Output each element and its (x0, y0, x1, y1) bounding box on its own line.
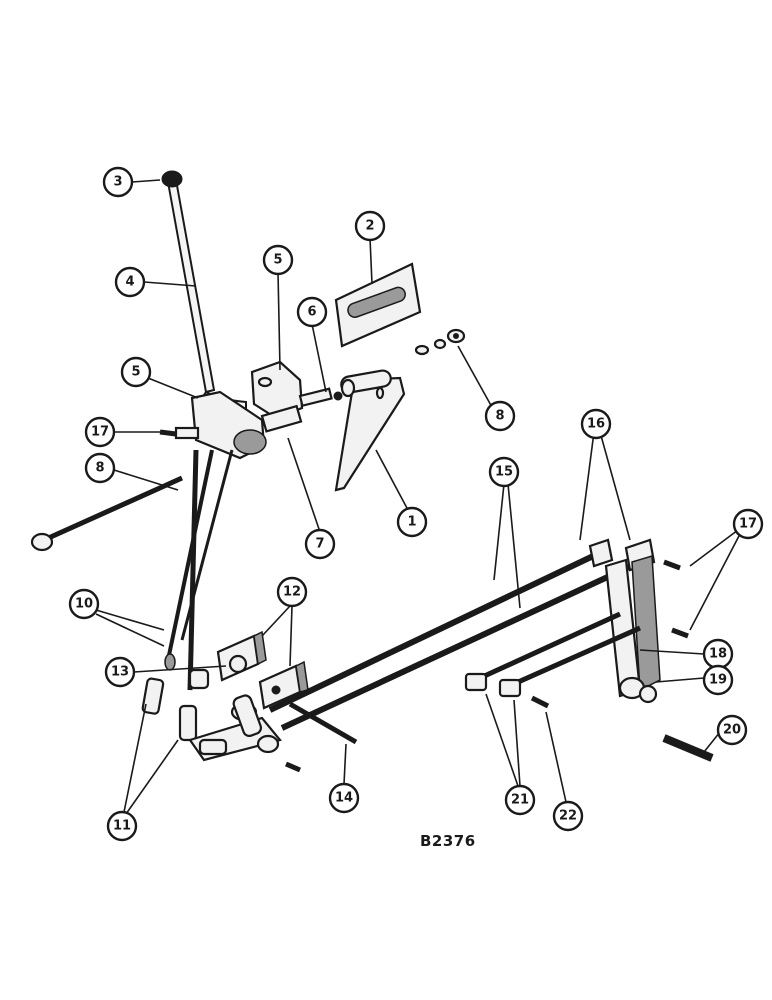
callout-19: 19 (702, 664, 734, 696)
callout-5-lower: 5 (120, 356, 152, 388)
callout-label: 17 (739, 517, 757, 532)
callout-10: 10 (68, 588, 100, 620)
callout-label: 2 (365, 219, 374, 234)
callout-17-left: 17 (84, 416, 116, 448)
bellcrank-assembly (188, 694, 282, 762)
callout-label: 6 (307, 305, 316, 320)
callout-18: 18 (702, 638, 734, 670)
callout-label: 8 (495, 409, 504, 424)
small-hardware (159, 429, 714, 773)
callout-label: 7 (315, 537, 324, 552)
callout-label: 16 (587, 417, 605, 432)
shaft-14 (288, 701, 358, 745)
callout-2: 2 (354, 210, 386, 242)
clevis-parts (141, 668, 210, 742)
callout-label: 5 (131, 365, 140, 380)
callout-6: 6 (296, 296, 328, 328)
pin-17 (174, 426, 200, 440)
callout-label: 21 (511, 793, 529, 808)
callout-7: 7 (304, 528, 336, 560)
callout-13: 13 (104, 656, 136, 688)
callout-label: 13 (111, 665, 129, 680)
callout-label: 12 (283, 585, 301, 600)
support-plate (334, 369, 406, 492)
mounting-brackets (216, 630, 309, 710)
callout-label: 19 (709, 673, 727, 688)
callout-label: 1 (407, 515, 416, 530)
callout-5-upper: 5 (262, 244, 294, 276)
upper-bracket (250, 360, 343, 420)
callout-16: 16 (580, 408, 612, 440)
long-shafts (268, 545, 642, 745)
callout-label: 22 (559, 809, 577, 824)
callout-label: 4 (125, 275, 134, 290)
drawing-number: B2376 (420, 832, 476, 850)
callout-12: 12 (276, 576, 308, 608)
callout-22: 22 (552, 800, 584, 832)
callout-label: 17 (91, 425, 109, 440)
decal-sheet (334, 262, 422, 348)
callout-3: 3 (102, 166, 134, 198)
callout-label: 11 (113, 819, 131, 834)
callout-15: 15 (488, 456, 520, 488)
right-lever-arms (478, 538, 661, 704)
callout-4: 4 (114, 266, 146, 298)
callout-label: 5 (273, 253, 282, 268)
callout-label: 14 (335, 791, 353, 806)
lever-knob (161, 170, 183, 188)
callout-21: 21 (504, 784, 536, 816)
callout-label: 18 (709, 647, 727, 662)
lower-bracket (174, 390, 303, 460)
shift-lever (161, 170, 247, 412)
leader-lines (95, 179, 741, 815)
callout-8-left: 8 (84, 452, 116, 484)
long-bolt (30, 475, 184, 552)
callout-17-right: 17 (732, 508, 764, 540)
callout-label: 20 (723, 723, 741, 738)
callout-20: 20 (716, 714, 748, 746)
callout-11: 11 (106, 810, 138, 842)
callout-label: 3 (113, 175, 122, 190)
callout-label: 8 (95, 461, 104, 476)
callout-label: 15 (495, 465, 513, 480)
callout-8-right: 8 (484, 400, 516, 432)
callout-1: 1 (396, 506, 428, 538)
callout-label: 10 (75, 597, 93, 612)
callout-14: 14 (328, 782, 360, 814)
bushing-13 (228, 654, 248, 674)
washers-and-nut (414, 328, 466, 356)
vertical-links (164, 449, 234, 691)
